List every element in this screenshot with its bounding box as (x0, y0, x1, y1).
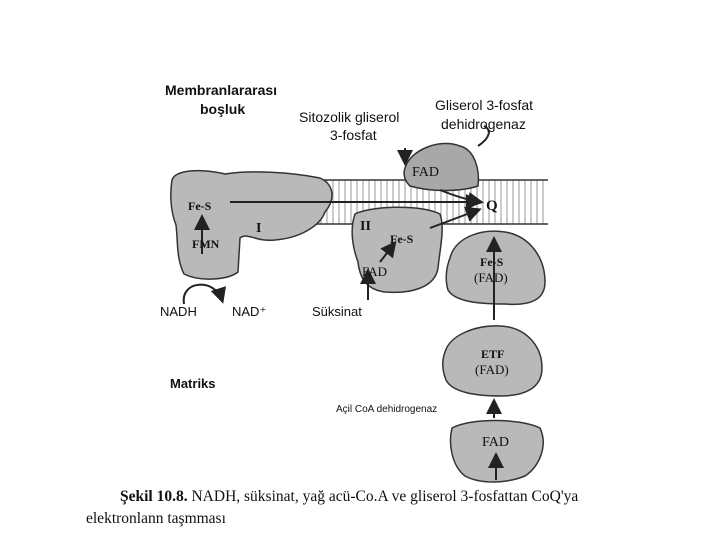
label-succinate: Süksinat (312, 304, 362, 319)
electron-arrows (182, 125, 504, 480)
label-nadh: NADH (160, 304, 197, 319)
label-cytosolic-2: 3-fosfat (330, 127, 377, 143)
label-fad-mid: FAD (362, 264, 387, 279)
label-intermembrane-2: boşluk (200, 101, 245, 117)
label-fad-bottom: FAD (482, 435, 509, 450)
acyl-coa-dehydrogenase-shape (449, 419, 544, 483)
label-cytosolic-1: Sitozolik gliserol (299, 109, 399, 125)
label-etf: ETF (481, 347, 504, 361)
complex-i-shape (170, 169, 333, 280)
label-nad: NAD⁺ (232, 304, 266, 319)
label-acyl-coa: Açil CoA dehidrogenaz (336, 404, 437, 415)
label-complex-2: II (360, 219, 371, 234)
g3p-dehydrogenase-shape (403, 142, 480, 192)
label-intermembrane-1: Membranlararası (165, 82, 277, 98)
label-fes-left: Fe-S (188, 199, 212, 213)
label-g3p-dh-2: dehidrogenaz (441, 116, 526, 132)
caption-figure-number: Şekil 10.8. (120, 488, 188, 505)
label-g3p-dh-1: Gliserol 3-fosfat (435, 97, 533, 113)
label-fad-right: (FAD) (474, 270, 508, 285)
label-complex-1: I (256, 221, 261, 236)
label-matrix: Matriks (170, 376, 216, 391)
caption-text-line1: NADH, süksinat, yağ acü-Co.A ve gliserol… (187, 488, 579, 505)
label-fmn: FMN (192, 237, 220, 251)
label-fes-mid: Fe-S (390, 232, 414, 246)
caption-text-line2: elektronlann taşmması (86, 510, 226, 527)
figure-caption: Şekil 10.8. NADH, süksinat, yağ acü-Co.A… (86, 486, 706, 530)
label-q: Q (486, 198, 498, 214)
label-fes-right: Fe-S (480, 255, 504, 269)
fes-fad-shape (445, 230, 546, 306)
label-fad-top: FAD (412, 165, 439, 180)
label-etf-fad: (FAD) (475, 362, 509, 377)
etf-shape (442, 325, 543, 397)
